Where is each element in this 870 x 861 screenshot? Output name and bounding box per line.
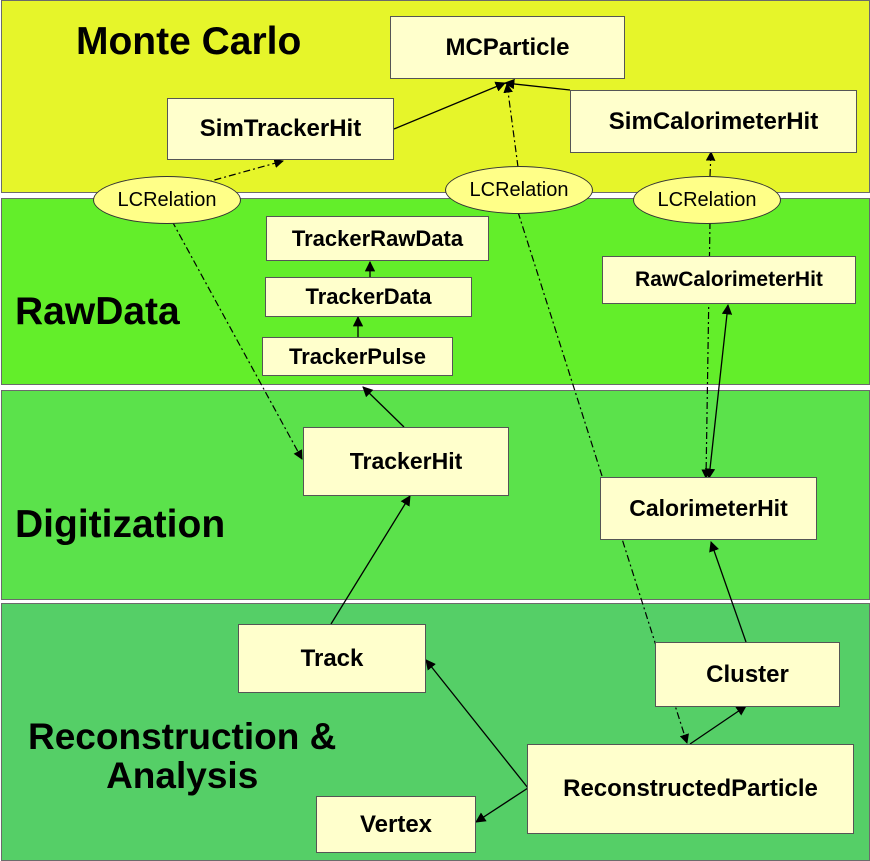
raw-data-title: RawData bbox=[15, 290, 180, 333]
node-tracker-raw-data[interactable]: TrackerRawData bbox=[266, 216, 489, 261]
node-calorimeter-hit[interactable]: CalorimeterHit bbox=[600, 477, 817, 540]
node-tracker-hit[interactable]: TrackerHit bbox=[303, 427, 509, 496]
node-vertex[interactable]: Vertex bbox=[316, 796, 476, 853]
node-reconstructed-particle[interactable]: ReconstructedParticle bbox=[527, 744, 854, 834]
reconstruction-title: Reconstruction & Analysis bbox=[28, 716, 337, 796]
digitization-title: Digitization bbox=[15, 503, 226, 546]
lcrelation-center[interactable]: LCRelation bbox=[445, 166, 593, 214]
node-tracker-data[interactable]: TrackerData bbox=[265, 277, 472, 317]
node-sim-calorimeter-hit[interactable]: SimCalorimeterHit bbox=[570, 90, 857, 153]
lcrelation-right[interactable]: LCRelation bbox=[633, 176, 781, 224]
node-track[interactable]: Track bbox=[238, 624, 426, 693]
monte-carlo-title: Monte Carlo bbox=[76, 20, 302, 63]
node-sim-tracker-hit[interactable]: SimTrackerHit bbox=[167, 98, 394, 160]
node-raw-calorimeter-hit[interactable]: RawCalorimeterHit bbox=[602, 256, 856, 304]
reconstruction-title-line2: Analysis bbox=[106, 754, 259, 796]
reconstruction-title-line1: Reconstruction & bbox=[28, 716, 337, 757]
node-mcparticle[interactable]: MCParticle bbox=[390, 16, 625, 79]
node-tracker-pulse[interactable]: TrackerPulse bbox=[262, 337, 453, 376]
lcrelation-left[interactable]: LCRelation bbox=[93, 176, 241, 224]
node-cluster[interactable]: Cluster bbox=[655, 642, 840, 707]
